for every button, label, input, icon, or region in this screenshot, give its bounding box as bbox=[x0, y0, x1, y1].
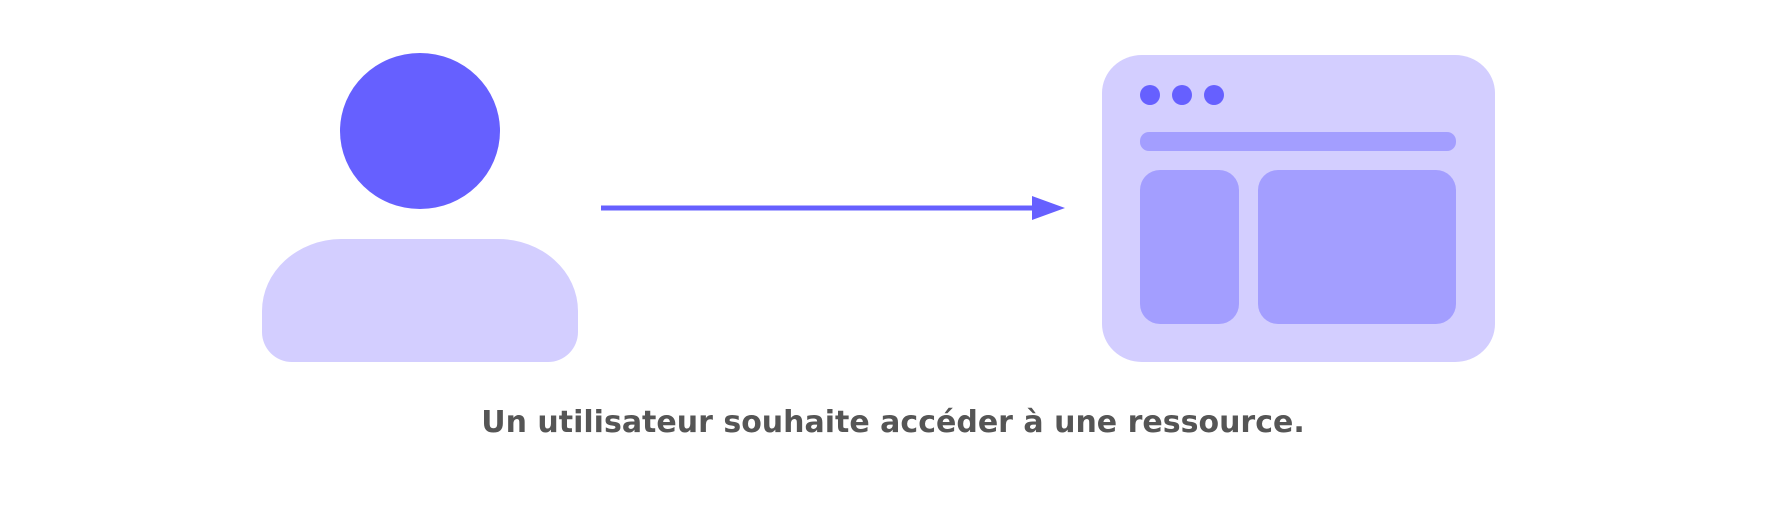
arrow-head bbox=[1032, 196, 1065, 220]
diagram-caption: Un utilisateur souhaite accéder à une re… bbox=[481, 405, 1305, 440]
window-control-dot bbox=[1172, 85, 1192, 105]
browser-window-icon bbox=[1102, 55, 1495, 362]
window-control-dot bbox=[1204, 85, 1224, 105]
user-head bbox=[340, 53, 500, 209]
user-icon bbox=[262, 53, 578, 362]
window-controls bbox=[1140, 85, 1224, 105]
sidebar-panel bbox=[1140, 170, 1239, 324]
content-panel bbox=[1258, 170, 1456, 324]
arrow-right-icon bbox=[601, 196, 1065, 220]
window-control-dot bbox=[1140, 85, 1160, 105]
address-bar bbox=[1140, 132, 1456, 151]
user-body bbox=[262, 239, 578, 362]
